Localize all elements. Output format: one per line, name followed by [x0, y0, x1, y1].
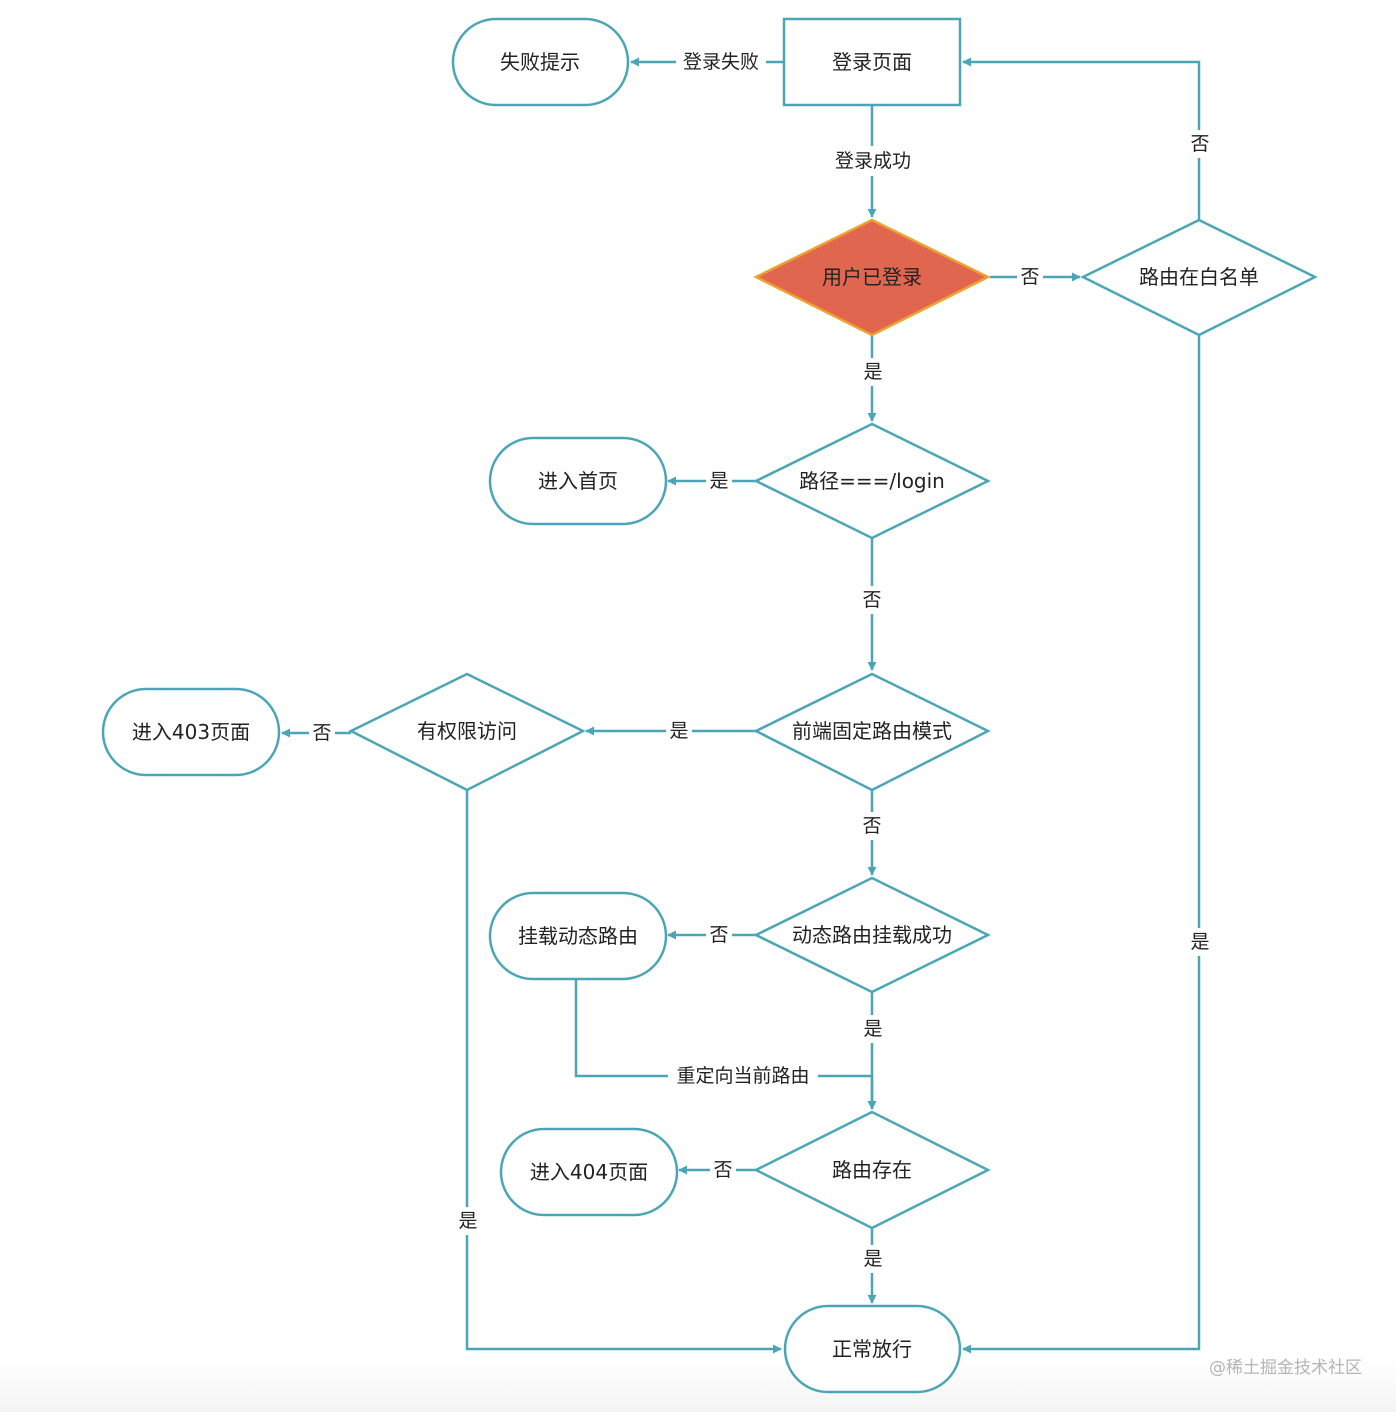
has-permission-label: 有权限访问: [417, 719, 517, 743]
allow-node: [783, 1304, 962, 1394]
edge-label-fixed-no: 否: [862, 815, 881, 837]
dynamic-success-node: [753, 876, 991, 994]
dynamic-success-label: 动态路由挂载成功: [792, 923, 952, 947]
bottom-fade: [0, 1360, 1396, 1412]
edge-label-permission-no: 否: [312, 722, 331, 744]
path-login-label: 路径===/login: [799, 469, 945, 493]
fail-tip-label: 失败提示: [500, 50, 580, 74]
mount-dynamic-label: 挂载动态路由: [518, 924, 638, 948]
edge-label-logged-no: 否: [1020, 266, 1039, 288]
edge-label-whitelist-yes: 是: [1190, 931, 1209, 953]
enter-404-label: 进入404页面: [530, 1160, 648, 1184]
user-logged-in-label: 用户已登录: [822, 265, 922, 289]
enter-home-node: [488, 436, 668, 526]
edge-label-logged-yes: 是: [863, 361, 882, 383]
frontend-fixed-node: [753, 672, 991, 792]
edge-label-permission-yes: 是: [458, 1210, 477, 1232]
edge-label-redirect: 重定向当前路由: [676, 1065, 809, 1087]
edge-label-dynamic-no: 否: [709, 924, 728, 946]
edge-label-fixed-yes: 是: [669, 720, 688, 742]
edge-label-path-yes: 是: [709, 470, 728, 492]
edge-label-path-no: 否: [862, 589, 881, 611]
edge-label-exists-no: 否: [713, 1159, 732, 1181]
whitelist-node: [1080, 218, 1318, 337]
login-page-label: 登录页面: [832, 50, 912, 74]
edge-label-exists-yes: 是: [863, 1248, 882, 1270]
has-permission-node: [348, 672, 586, 792]
path-login-node: [753, 422, 991, 540]
edge-label-dynamic-yes: 是: [863, 1018, 882, 1040]
enter-404-node: [499, 1127, 679, 1217]
route-exists-node: [753, 1110, 991, 1230]
edge-label-login-success: 登录成功: [835, 150, 911, 172]
edge-label-whitelist-no: 否: [1190, 133, 1209, 155]
enter-403-label: 进入403页面: [132, 720, 250, 744]
edge-label-login-fail: 登录失败: [683, 51, 759, 73]
whitelist-label: 路由在白名单: [1139, 265, 1259, 289]
mount-dynamic-node: [488, 891, 668, 981]
fail-tip-node: [451, 17, 630, 107]
watermark: @稀土掘金技术社区: [1209, 1358, 1362, 1378]
edge-permission-yes: [465, 790, 782, 1354]
edge-whitelist-yes: [962, 335, 1201, 1354]
user-logged-in-node: [753, 218, 991, 337]
frontend-fixed-label: 前端固定路由模式: [792, 719, 952, 743]
enter-403-node: [101, 687, 281, 777]
allow-label: 正常放行: [832, 1337, 912, 1361]
edge-whitelist-no: [962, 57, 1201, 220]
login-page-node: [782, 17, 962, 107]
enter-home-label: 进入首页: [538, 469, 618, 493]
route-exists-label: 路由存在: [832, 1158, 912, 1182]
